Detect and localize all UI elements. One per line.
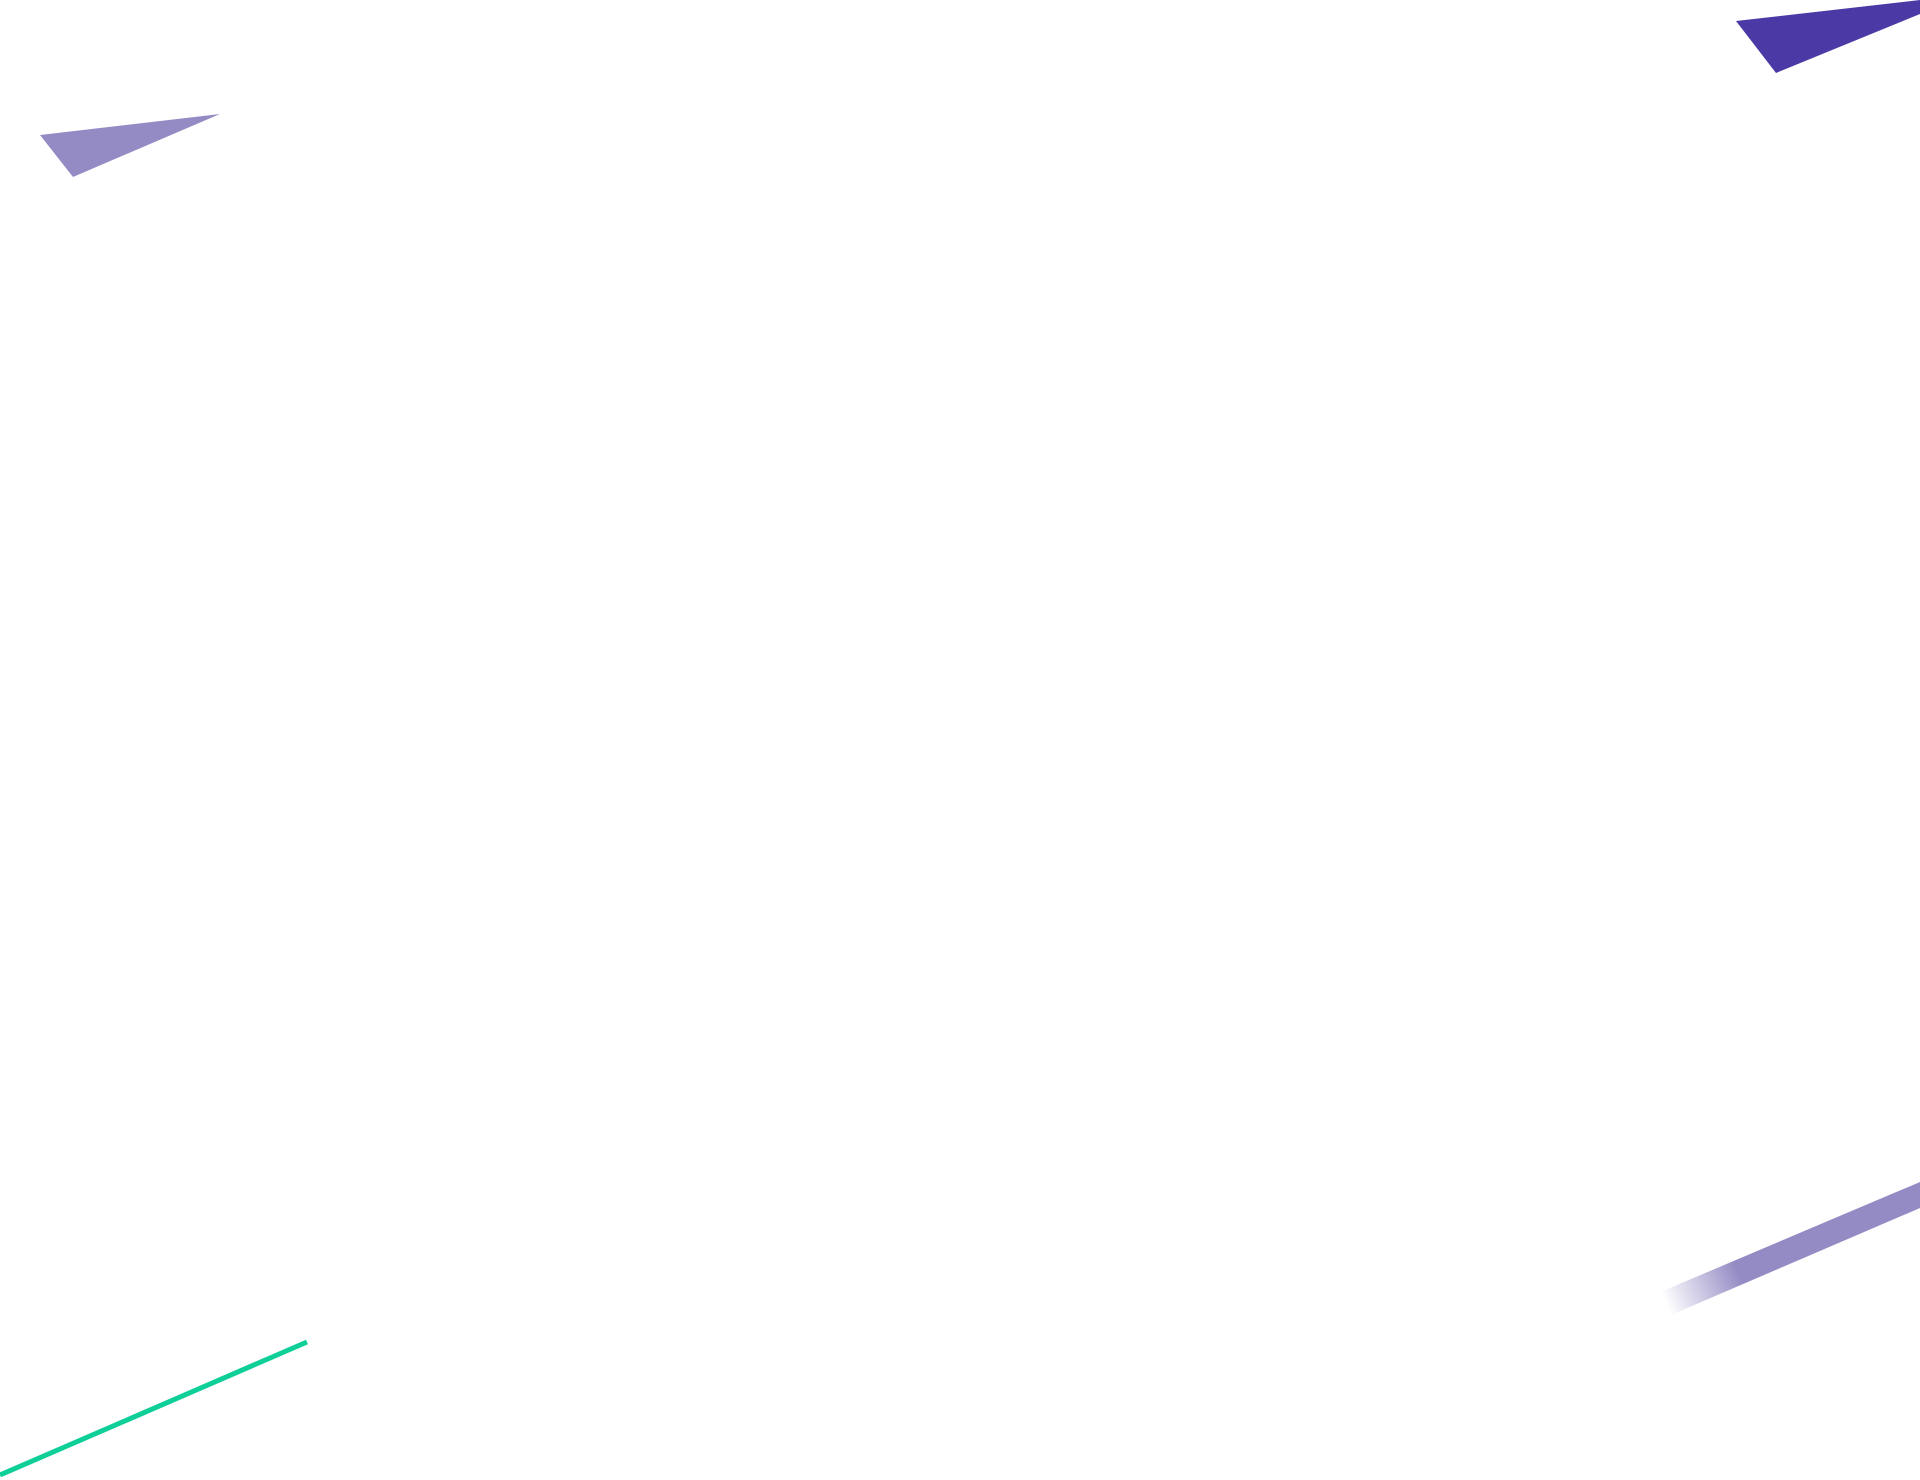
shard-top-left xyxy=(40,114,220,177)
stripe-bottom-right xyxy=(1658,1182,1920,1318)
shard-top-right xyxy=(1736,0,1920,73)
line-bottom-left xyxy=(0,1339,308,1478)
